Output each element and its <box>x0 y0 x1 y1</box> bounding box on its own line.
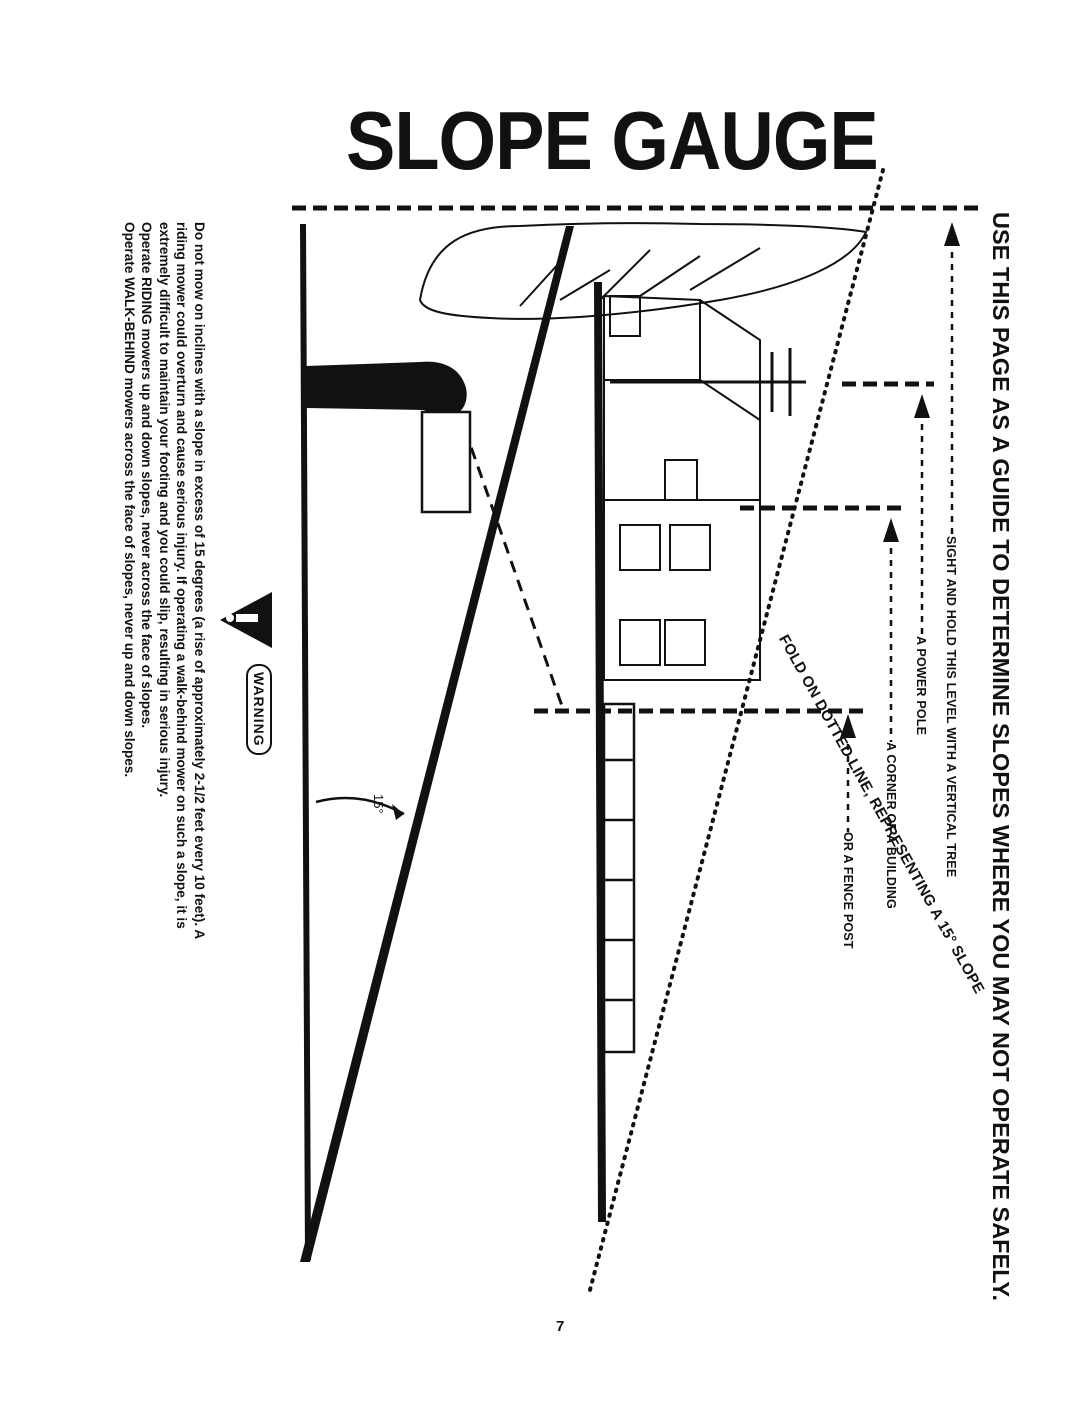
arrowhead-icon <box>883 518 899 542</box>
warning-line: Operate RIDING mowers up and down slopes… <box>139 222 155 729</box>
warning-label: WARNING <box>246 664 272 755</box>
eye-sight-line <box>456 409 564 707</box>
warning-line: Operate WALK-BEHIND mowers across the fa… <box>121 222 137 778</box>
power-pole <box>610 348 806 416</box>
house-illustration <box>603 294 761 681</box>
warning-line: extremely difficult to maintain your foo… <box>156 222 172 798</box>
fence <box>602 702 636 1054</box>
gauge-held <box>420 410 472 514</box>
arrowhead-icon <box>392 804 404 820</box>
warning-badge: WARNING <box>246 664 272 755</box>
angle-label: 15° <box>371 794 386 814</box>
fold-line <box>588 168 885 1292</box>
warning-line: riding mower could overturn and cause se… <box>174 222 190 929</box>
arrowhead-icon <box>840 714 856 738</box>
tree-canopy <box>418 222 868 320</box>
ground-flat <box>300 224 311 1260</box>
warning-text-block: Do not mow on inclines with a slope in e… <box>120 222 208 1182</box>
person-silhouette <box>306 361 467 419</box>
angle-arc <box>315 796 405 816</box>
warning-exclamation-icon <box>236 614 258 622</box>
arrowhead-icon <box>914 394 930 418</box>
warning-line: Do not mow on inclines with a slope in e… <box>192 222 207 940</box>
ground-slope <box>300 226 574 1262</box>
warning-dot-icon <box>226 614 234 622</box>
page-number: 7 <box>556 1318 565 1335</box>
tree-branches <box>519 247 761 307</box>
arrowhead-icon <box>944 222 960 246</box>
